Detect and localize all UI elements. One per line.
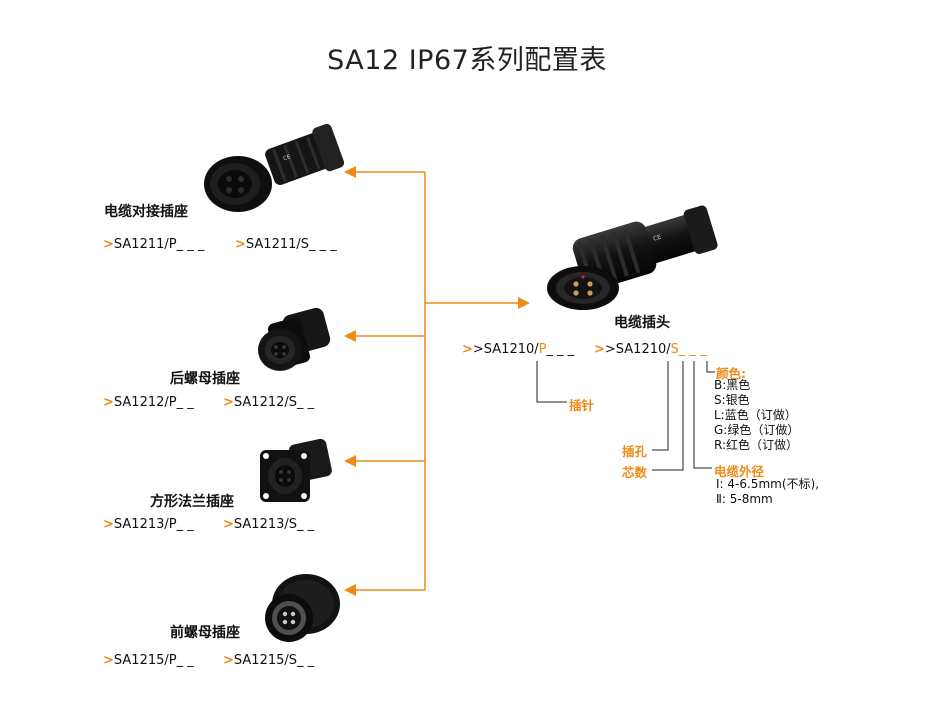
front-nut-socket-image — [265, 574, 340, 642]
svg-text:CE: CE — [652, 234, 662, 243]
variant-code-pin: >SA1211/P_ _ _ — [103, 237, 205, 252]
cable-plug-image: CE — [547, 205, 718, 310]
color-option: G:绿色（订做） — [714, 423, 800, 437]
color-options-list: B:黑色 S:银色 L:蓝色（订做） G:绿色（订做） R:红色（订做） — [714, 378, 799, 453]
variant-name: 后螺母插座 — [170, 371, 240, 387]
variant-code-socket: >SA1211/S_ _ _ — [235, 237, 337, 252]
variant-code-socket: >SA1213/S_ _ — [223, 517, 315, 532]
main-code-pin: >>SA1210/P_ _ _ — [462, 342, 575, 357]
variant-code-pin: >SA1213/P_ _ — [103, 517, 194, 532]
variant-name: 电缆对接插座 — [104, 204, 188, 220]
annotation-hole: 插孔 — [622, 444, 648, 459]
main-code-socket-prefix: >SA1210/ — [604, 342, 671, 357]
square-flange-socket-image — [260, 438, 332, 502]
color-option: B:黑色 — [714, 378, 751, 392]
variant-code-socket: >SA1215/S_ _ — [223, 653, 315, 668]
diameter-option: Ⅱ: 5-8mm — [716, 492, 773, 506]
annotation-pin: 插针 — [569, 398, 595, 413]
diameter-option: Ⅰ: 4-6.5mm(不标), — [716, 477, 820, 491]
cable-socket-image: CE — [204, 123, 345, 212]
rear-nut-socket-image — [258, 307, 331, 371]
svg-text:CE: CE — [283, 154, 292, 162]
color-option: S:银色 — [714, 393, 750, 407]
main-code-socket-suffix: _ _ _ — [678, 342, 707, 357]
color-option: R:红色（订做） — [714, 438, 799, 452]
main-code-pin-letter: P — [538, 342, 547, 357]
annotation-color-title: 颜色: — [716, 366, 746, 381]
variant-name: 方形法兰插座 — [150, 494, 234, 510]
annotation-cores: 芯数 — [622, 465, 648, 480]
annotation-diameter-title: 电缆外径 — [714, 464, 765, 479]
variant-code-pin: >SA1215/P_ _ — [103, 653, 194, 668]
diameter-options-list: Ⅰ: 4-6.5mm(不标), Ⅱ: 5-8mm — [716, 477, 819, 507]
main-code-socket-letter: S — [670, 342, 679, 357]
main-code-socket: >>SA1210/S_ _ _ — [594, 342, 707, 357]
page-title: SA12 IP67系列配置表 — [327, 45, 607, 76]
variant-code-socket: >SA1212/S_ _ — [223, 395, 315, 410]
main-code-pin-prefix: >SA1210/ — [472, 342, 539, 357]
color-option: L:蓝色（订做） — [714, 408, 797, 422]
variant-code-pin: >SA1212/P_ _ — [103, 395, 194, 410]
main-product-label: 电缆插头 — [614, 315, 670, 331]
main-code-pin-suffix: _ _ _ — [546, 342, 575, 357]
variant-name: 前螺母插座 — [170, 625, 240, 641]
